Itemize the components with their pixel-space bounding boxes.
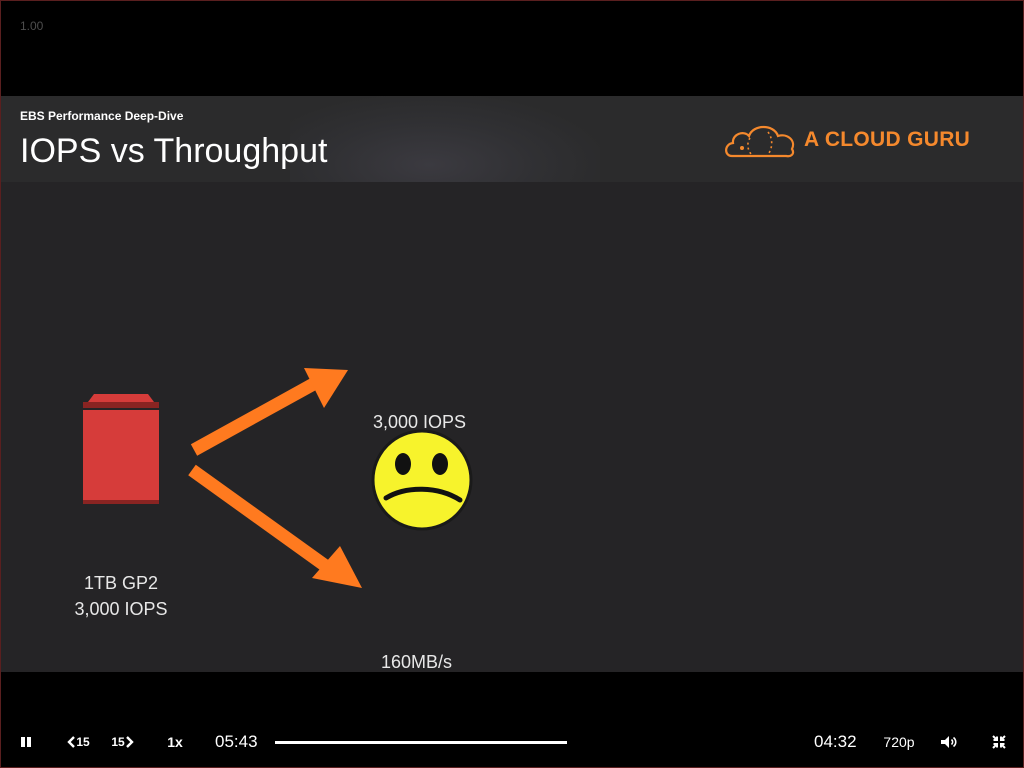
progress-bar[interactable] [275, 741, 567, 744]
brand-logo: A CLOUD GURU [722, 118, 1002, 162]
chevron-left-icon [67, 736, 76, 748]
player-controls: 15 15 1x 05:43 04:32 720p [0, 716, 1024, 768]
ebs-volume-icon [83, 394, 159, 504]
presenter-overlay [290, 96, 600, 182]
elapsed-time: 05:43 [215, 732, 258, 751]
pause-button[interactable] [12, 730, 40, 754]
remaining-time: 04:32 [814, 732, 857, 751]
quality-button[interactable]: 720p [883, 734, 915, 750]
overlay-value: 1.00 [20, 19, 44, 33]
arrow-down-icon [188, 464, 362, 588]
rewind-label: 15 [76, 735, 90, 749]
chevron-right-icon [125, 736, 134, 748]
progress-fill [275, 741, 567, 744]
volume-button[interactable] [936, 730, 962, 754]
slide-title: IOPS vs Throughput [20, 132, 328, 170]
playback-rate-button[interactable]: 1x [167, 734, 183, 750]
slide-header: EBS Performance Deep-Dive IOPS vs Throug… [0, 96, 1024, 182]
throughput-result: 160MB/s [381, 652, 453, 672]
rewind-15-button[interactable]: 15 [58, 730, 98, 754]
drive-size-label: 1TB GP2 [83, 573, 159, 593]
volume-icon [941, 736, 957, 748]
iops-result: 3,000 IOPS [373, 412, 467, 432]
brand-name: A CLOUD GURU [804, 128, 971, 151]
drive-iops-label: 3,000 IOPS [74, 599, 168, 619]
arrows [188, 368, 362, 588]
exit-fullscreen-icon [992, 735, 1006, 749]
arrow-up-icon [190, 368, 348, 456]
forward-label: 15 [111, 735, 125, 749]
exit-fullscreen-button[interactable] [986, 730, 1012, 754]
sad-face-icon [371, 429, 473, 531]
pause-icon [21, 737, 31, 747]
slide-body: 1TB GP2 3,000 IOPS 3,000 IOPS 160MB/s [0, 182, 1024, 672]
section-label: EBS Performance Deep-Dive [20, 109, 184, 123]
drive-caption: 1TB GP2 3,000 IOPS [40, 570, 202, 622]
cloud-logo-icon [725, 125, 795, 158]
video-area[interactable]: EBS Performance Deep-Dive IOPS vs Throug… [0, 64, 1024, 704]
forward-15-button[interactable]: 15 [103, 730, 143, 754]
